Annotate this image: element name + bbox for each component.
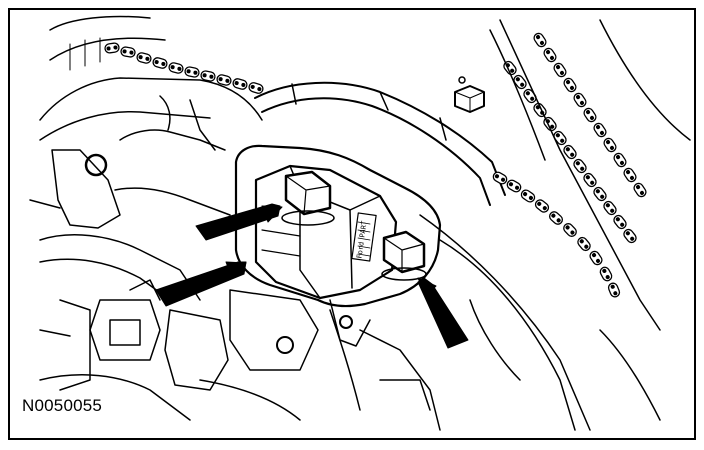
tensioner-bolt-lower: [381, 230, 427, 281]
cam-sprocket-area: [49, 15, 166, 71]
arrow-upper-left: [195, 203, 281, 241]
engine-cover-right: [419, 19, 691, 431]
chain-guide: [254, 81, 506, 206]
lower-left-components: [39, 279, 319, 421]
timing-chain-upper: [103, 41, 265, 96]
arrow-middle-left: [155, 261, 247, 307]
engine-block-left: [29, 77, 263, 301]
guide-bolt-top: [454, 76, 485, 113]
tensioner-mounting-plate: [234, 144, 442, 347]
tensioner-bolt-upper: [281, 170, 335, 226]
figure-id-label: N0050055: [22, 396, 103, 415]
lower-right-housing: [329, 299, 521, 431]
callout-arrows: [155, 203, 469, 349]
